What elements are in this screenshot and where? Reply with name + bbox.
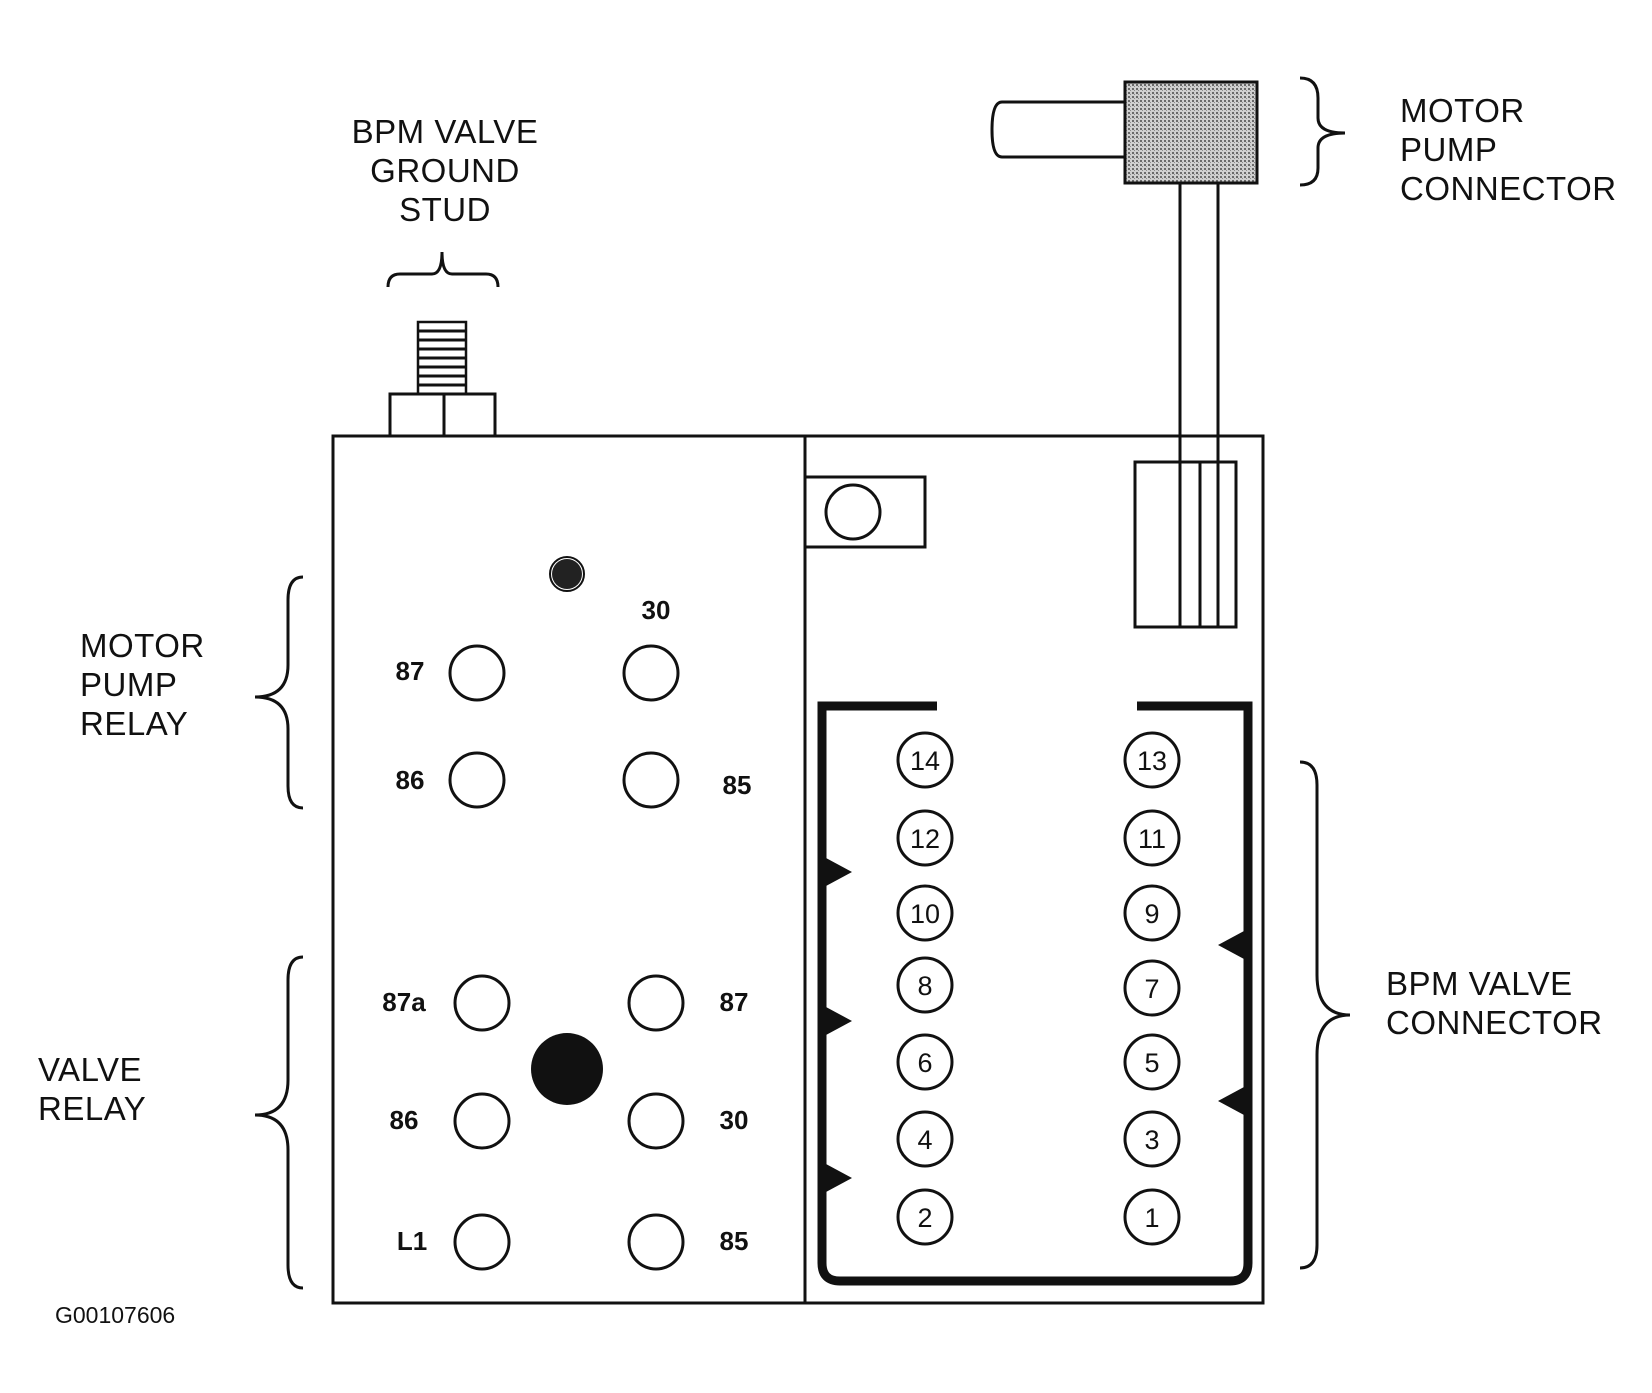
- connector-cavity: [1123, 1110, 1181, 1168]
- relay-terminal: [622, 644, 680, 702]
- motor-pump-connector-label: MOTOR PUMP CONNECTOR: [1400, 91, 1617, 208]
- cavity-number: 5: [1144, 1048, 1159, 1078]
- motor-pump-relay: [448, 644, 680, 809]
- cavity-number: 14: [910, 746, 940, 776]
- pin-label: 87: [396, 656, 425, 686]
- motor-pump-relay-brace: [254, 575, 304, 810]
- cavity-number: 11: [1138, 824, 1166, 854]
- label-line: MOTOR: [80, 627, 205, 664]
- motor-pump-connector-brace: [1299, 76, 1346, 187]
- connector-cavity: [896, 809, 954, 867]
- cavity-number: 1: [1144, 1203, 1159, 1233]
- label-line: RELAY: [80, 705, 189, 742]
- cavity-number: 10: [910, 899, 940, 929]
- cavity-number: 3: [1144, 1125, 1159, 1155]
- connector-cavity: [896, 884, 954, 942]
- cavity-number: 6: [917, 1048, 932, 1078]
- cavity-number: 4: [917, 1125, 932, 1155]
- connector-cavity: [1123, 731, 1181, 789]
- connector-cavity: [1123, 959, 1181, 1017]
- keying-tabs: [826, 858, 1244, 1192]
- connector-cavity: [896, 956, 954, 1014]
- pin-label: 87a: [382, 987, 426, 1017]
- motor-pump-relay-label: MOTOR PUMP RELAY: [80, 626, 205, 743]
- pin-label: 87: [720, 987, 749, 1017]
- cavity-number: 7: [1144, 974, 1159, 1004]
- relay-terminal: [453, 974, 511, 1032]
- module-body: [331, 434, 1265, 1305]
- connector-cavity: [896, 1033, 954, 1091]
- connector-shroud: [817, 701, 1253, 1286]
- connector-cavity: [896, 1110, 954, 1168]
- bpm-valve-connector: 14 12 10 8 6 4 2 13 11 9 7 5 3 1: [817, 701, 1253, 1286]
- figure-reference: G00107606: [55, 1302, 176, 1328]
- relay-terminal: [453, 1213, 511, 1271]
- connector-cavity: [1123, 884, 1181, 942]
- label-line: BPM VALVE: [1386, 965, 1573, 1002]
- ground-stud: [388, 320, 497, 438]
- relay-terminal: [453, 1092, 511, 1150]
- label-line: MOTOR: [1400, 92, 1525, 129]
- label-line: VALVE: [38, 1051, 142, 1088]
- valve-relay-brace: [254, 955, 304, 1290]
- relay-terminal: [622, 751, 680, 809]
- indicator-dot: [552, 559, 582, 589]
- label-line: RELAY: [38, 1090, 147, 1127]
- label-line: GROUND: [370, 152, 520, 189]
- relay-terminal: [627, 974, 685, 1032]
- motor-pump-connector: [990, 80, 1259, 629]
- valve-relay: [453, 974, 685, 1271]
- label-line: CONNECTOR: [1400, 170, 1617, 207]
- relay-post: [531, 1033, 603, 1105]
- mounting-tab: [805, 475, 927, 549]
- pin-label: L1: [397, 1226, 427, 1256]
- connector-cavity: [1123, 1188, 1181, 1246]
- bpm-valve-connector-brace: [1299, 760, 1351, 1270]
- mounting-hole: [824, 483, 882, 541]
- label-line: STUD: [399, 191, 491, 228]
- connector-cavity: [1123, 1033, 1181, 1091]
- relay-terminal: [448, 644, 506, 702]
- pin-label: 85: [720, 1226, 749, 1256]
- connector-cavity: [1123, 809, 1181, 867]
- cavity-number: 2: [917, 1203, 932, 1233]
- indicator-dot-ring: [549, 556, 585, 592]
- label-line: PUMP: [1400, 131, 1498, 168]
- cavity-number: 9: [1144, 899, 1159, 929]
- label-line: CONNECTOR: [1386, 1004, 1603, 1041]
- connector-cavity: [896, 1188, 954, 1246]
- relay-terminal: [448, 751, 506, 809]
- label-line: BPM VALVE: [351, 113, 539, 150]
- cavity-number: 13: [1137, 746, 1167, 776]
- valve-relay-label: VALVE RELAY: [38, 1050, 146, 1128]
- pin-label: 86: [396, 765, 425, 795]
- ground-stud-brace: [386, 251, 500, 288]
- pin-label: 85: [723, 770, 752, 800]
- connector-cavity: [896, 731, 954, 789]
- cavity-number: 8: [917, 971, 932, 1001]
- ground-stud-label: BPM VALVE GROUND STUD: [330, 112, 560, 229]
- relay-terminal: [627, 1213, 685, 1271]
- cavity-number: 12: [910, 824, 940, 854]
- pin-label: 86: [390, 1105, 419, 1135]
- pin-label: 30: [642, 595, 671, 625]
- label-line: PUMP: [80, 666, 178, 703]
- bpm-valve-connector-label: BPM VALVE CONNECTOR: [1386, 964, 1603, 1042]
- pin-label: 30: [720, 1105, 749, 1135]
- relay-terminal: [627, 1092, 685, 1150]
